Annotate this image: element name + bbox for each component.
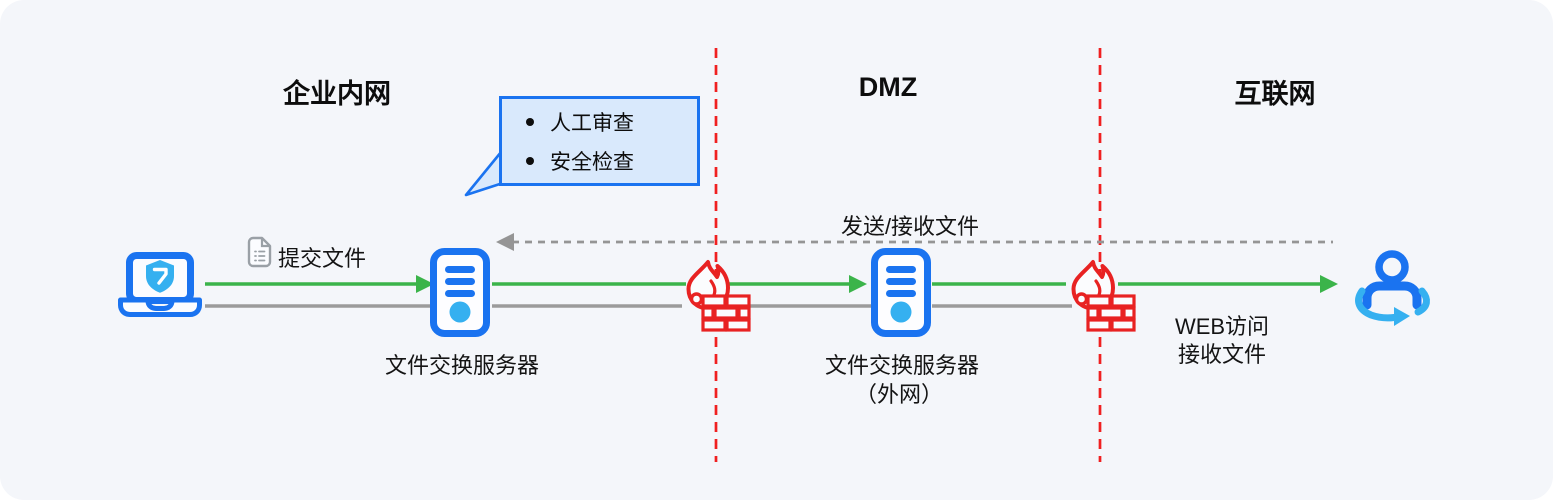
callout-bubble: 人工审查 安全检查 xyxy=(499,96,700,186)
shield-icon xyxy=(146,260,174,293)
label-server-internal: 文件交换服务器 xyxy=(384,353,540,378)
label-web-access-line2: 接收文件 xyxy=(1177,342,1267,367)
bullet-icon xyxy=(526,117,534,126)
firewall-icon-1 xyxy=(686,260,751,332)
callout-item-text: 人工审查 xyxy=(550,111,634,135)
arrow-right-icon xyxy=(1320,275,1338,293)
arrow-right-icon xyxy=(849,275,867,293)
label-web-access-line1: WEB访问 xyxy=(1174,314,1270,339)
callout-item: 安全检查 xyxy=(526,146,697,176)
server-icon-external xyxy=(875,252,928,334)
label-send-receive: 发送/接收文件 xyxy=(840,214,980,239)
label-submit-file: 提交文件 xyxy=(278,246,367,271)
user-sync-icon xyxy=(1355,250,1430,326)
label-server-external-line1: 文件交换服务器 xyxy=(824,353,980,378)
bullet-icon xyxy=(526,156,534,165)
server-icon-internal xyxy=(434,252,487,334)
zone-title-internet: 互联网 xyxy=(1234,79,1316,109)
callout-item-text: 安全检查 xyxy=(550,150,634,174)
laptop-icon xyxy=(118,252,202,317)
label-server-external-line2: （外网） xyxy=(854,382,944,407)
firewall-icon-2 xyxy=(1071,260,1136,332)
document-icon xyxy=(247,236,272,268)
sync-arrow-icon xyxy=(1355,287,1430,326)
arrow-left-icon xyxy=(496,233,514,251)
zone-title-dmz: DMZ xyxy=(858,72,918,102)
zone-title-intranet: 企业内网 xyxy=(283,79,391,109)
return-dashed-arrow xyxy=(496,233,1333,251)
callout-item: 人工审查 xyxy=(526,107,697,137)
arrow-right-icon xyxy=(416,275,434,293)
